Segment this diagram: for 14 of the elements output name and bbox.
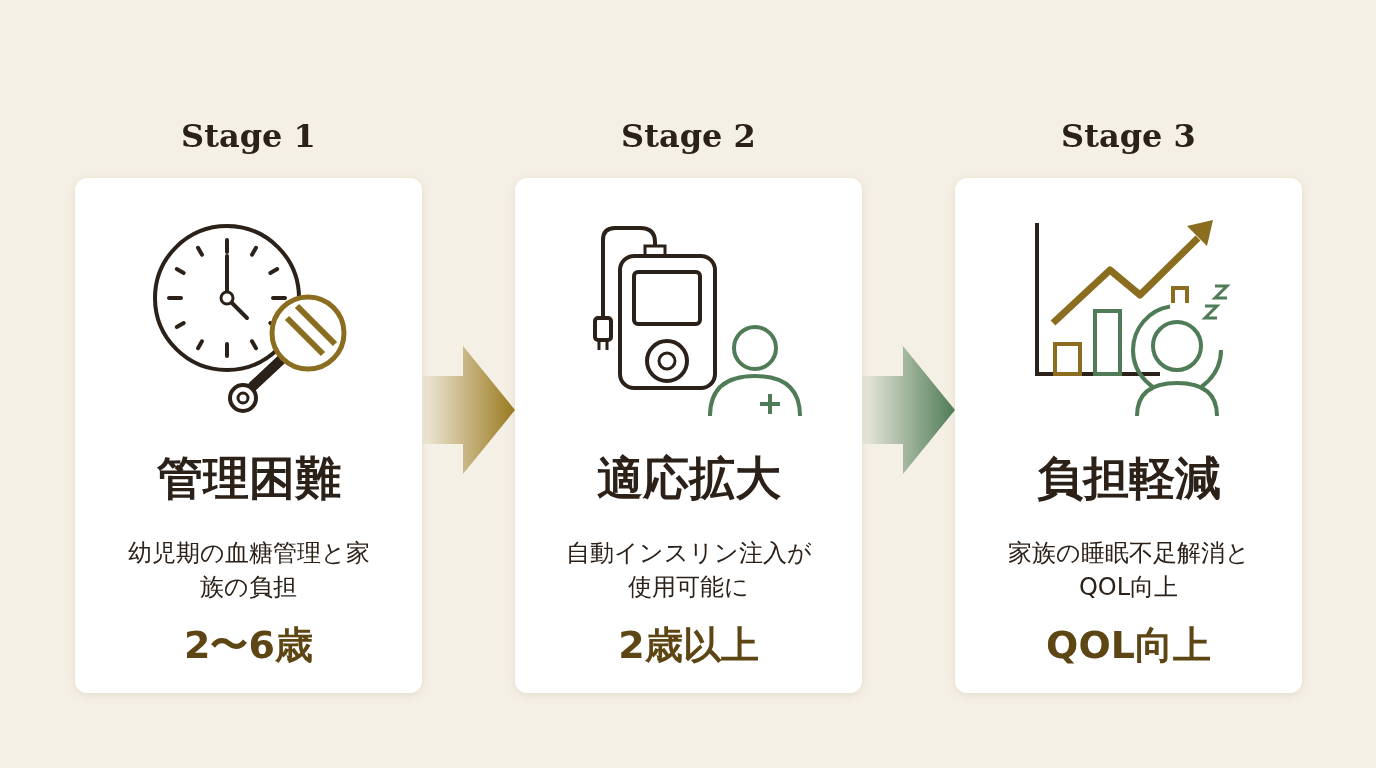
- stage-heading: Stage 1: [181, 116, 316, 156]
- stage-heading: Stage 3: [1061, 116, 1196, 156]
- highlight-text: QOL向上: [1046, 622, 1211, 669]
- arrow: [862, 346, 955, 474]
- description-text: 自動インスリン注入が使用可能に: [564, 538, 813, 603]
- description-text: 幼児期の血糖管理と家族の負担: [126, 538, 371, 603]
- highlight-text: 2歳以上: [618, 622, 759, 669]
- arrow: [422, 346, 515, 474]
- stage-title: 適応拡大: [596, 450, 781, 507]
- stage-title: 負担軽減: [1036, 450, 1221, 507]
- stage-heading: Stage 2: [621, 116, 756, 156]
- description-text: 家族の睡眠不足解消とQOL向上: [1006, 538, 1251, 603]
- highlight-text: 2〜6歳: [184, 622, 313, 669]
- stage-title: 管理困難: [156, 450, 341, 507]
